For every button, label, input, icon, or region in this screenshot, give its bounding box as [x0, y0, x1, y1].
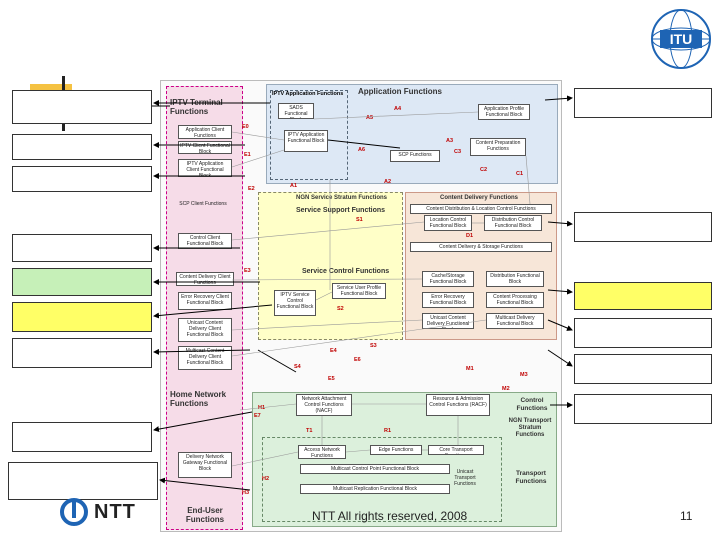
multicast-delivery-block: Multicast Delivery Functional Block: [486, 313, 544, 329]
app-profile-block: Application Profile Functional Block: [478, 104, 530, 120]
transport-functions-title: Transport Functions: [515, 470, 547, 485]
callout-left-9: [8, 462, 158, 500]
refpoint-s1: S1: [356, 217, 363, 223]
refpoint-h3: H3: [242, 490, 250, 496]
control-functions-title: Control Functions: [516, 397, 548, 412]
ngn-transport-title: NGN Transport Stratum Functions: [508, 418, 552, 438]
iptv-app-area: [270, 90, 348, 180]
edge-block: Edge Functions: [370, 445, 422, 455]
service-control-title: Service Control Functions: [302, 268, 390, 275]
refpoint-e7: E7: [254, 413, 261, 419]
callout-right-1: [574, 88, 712, 118]
itu-logo-text: ITU: [670, 31, 693, 47]
refpoint-r1: R1: [384, 428, 392, 434]
callout-left-3: [12, 166, 152, 192]
refpoint-c2: C2: [480, 167, 488, 173]
itu-logo: ITU: [650, 8, 712, 70]
cache-storage-block: Cache/Storage Functional Block: [422, 271, 474, 287]
refpoint-e2: E2: [248, 186, 255, 192]
refpoint-e6: E6: [354, 357, 361, 363]
content-processing-block: Content Processing Functional Block: [486, 292, 544, 308]
ntt-logo: NTT: [60, 498, 146, 526]
refpoint-a3: A3: [446, 138, 454, 144]
distribution-control-block: Distribution Control Functional Block: [484, 215, 542, 231]
refpoint-c3: C3: [454, 149, 462, 155]
iptv-app-title: IPTV Application Functions: [272, 91, 344, 97]
callout-right-4: [574, 318, 712, 348]
refpoint-e5: E5: [328, 376, 335, 382]
multicast-cp-block: Multicast Control Point Functional Block: [300, 464, 450, 474]
callout-left-5: [12, 268, 152, 296]
callout-right-6: [574, 394, 712, 424]
location-control-block: Location Control Functional Block: [424, 215, 472, 231]
refpoint-a4: A4: [394, 106, 402, 112]
scp-block: SCP Functions: [390, 150, 440, 162]
transport-inner-area: [262, 437, 502, 522]
access-network-block: Access Network Functions: [298, 445, 346, 459]
unicast-cd-block: Unicast Content Delivery Functional Bloc…: [422, 313, 474, 329]
unicast-transport-block: Unicast Transport Functions: [454, 469, 476, 487]
delivery-gateway-block: Delivery Network Gateway Functional Bloc…: [178, 452, 232, 478]
core-transport-block: Core Transport Functions: [428, 445, 484, 455]
iptv-service-control-block: IPTV Service Control Functional Block: [274, 290, 316, 316]
ntt-logo-mark-icon: [60, 498, 88, 526]
refpoint-a1: A1: [290, 183, 298, 189]
unicast-client-block: Unicast Content Delivery Client Function…: [178, 318, 232, 342]
refpoint-m2: M2: [502, 386, 510, 392]
refpoint-e0: E0: [242, 124, 249, 130]
service-user-profile-block: Service User Profile Functional Block: [332, 283, 386, 299]
refpoint-a6: A6: [358, 147, 366, 153]
cd-storage-block: Content Delivery & Storage Functions: [410, 242, 552, 252]
nacf-block: Network Attachment Control Functions (NA…: [296, 394, 352, 416]
service-support-title: Service Support Functions: [296, 207, 386, 214]
refpoint-c1: C1: [516, 171, 524, 177]
application-functions-title: Application Functions: [358, 87, 442, 96]
callout-right-2: [574, 212, 712, 242]
callout-left-4: [12, 234, 152, 262]
multicast-rep-block: Multicast Replication Functional Block: [300, 484, 450, 494]
refpoint-t1: T1: [306, 428, 313, 434]
callout-left-2: [12, 134, 152, 160]
callout-right-5: [574, 354, 712, 384]
app-client-block: Application Client Functions: [178, 125, 232, 139]
iptv-client-block: IPTV Client Functional Block: [178, 141, 232, 154]
error-recovery-block: Error Recovery Functional Block: [422, 292, 474, 308]
racf-block: Resource & Admission Control Functions (…: [426, 394, 490, 416]
error-recovery-client-block: Error Recovery Client Functional Block: [178, 292, 232, 310]
refpoint-s2: S2: [337, 306, 344, 312]
page-number: 11: [680, 509, 693, 523]
footer-copyright: NTT All rights reserved, 2008: [312, 509, 468, 523]
home-network-title: Home Network Functions: [170, 390, 227, 408]
distribution-fb-block: Distribution Functional Block: [486, 271, 544, 287]
refpoint-a5: A5: [366, 115, 374, 121]
refpoint-m1: M1: [466, 366, 474, 372]
refpoint-h2: H2: [262, 476, 270, 482]
refpoint-e4: E4: [330, 348, 337, 354]
callout-right-3: [574, 282, 712, 310]
refpoint-d1: D1: [466, 233, 474, 239]
end-user-title: End-User Functions: [185, 506, 225, 524]
callout-left-8: [12, 422, 152, 452]
callout-left-1: [12, 90, 152, 124]
sadb-block: SADS Functional Block: [278, 103, 314, 119]
refpoint-s4: S4: [294, 364, 301, 370]
scp-client-block: SCP Client Functions: [179, 201, 227, 207]
iptv-app-fb: IPTV Application Functional Block: [284, 130, 328, 152]
iptv-app-client-block: IPTV Application Client Functional Block: [178, 159, 232, 177]
refpoint-a2: A2: [384, 179, 392, 185]
refpoint-s3: S3: [370, 343, 377, 349]
content-delivery-title: Content Delivery Functions: [440, 195, 519, 201]
refpoint-e1: E1: [244, 152, 251, 158]
ntt-logo-text: NTT: [94, 501, 136, 523]
callout-left-7: [12, 338, 152, 368]
ngn-service-stratum-title: NGN Service Stratum Functions: [296, 195, 388, 201]
callout-left-6: [12, 302, 152, 332]
refpoint-e3: E3: [244, 268, 251, 274]
refpoint-h1: H1: [258, 405, 266, 411]
refpoint-m3: M3: [520, 372, 528, 378]
content-prep-block: Content Preparation Functions: [470, 138, 526, 156]
cd-location-block: Content Distribution & Location Control …: [410, 204, 552, 214]
